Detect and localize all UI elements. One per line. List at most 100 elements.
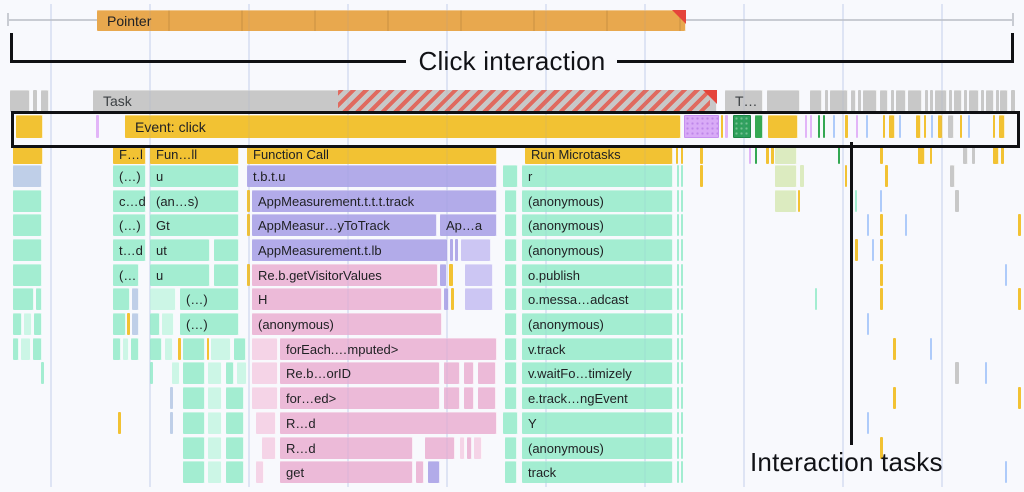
flame-fragment[interactable]	[416, 461, 424, 483]
flame-fragment[interactable]	[183, 387, 205, 409]
flame-fragment[interactable]	[681, 362, 683, 384]
flame-fragment[interactable]	[880, 264, 883, 286]
flame-fragment[interactable]	[252, 387, 278, 409]
task-fragment[interactable]	[41, 90, 49, 112]
flame-fragment[interactable]	[855, 239, 858, 261]
flame-fragment[interactable]	[262, 437, 276, 459]
flame-block[interactable]: Y	[522, 412, 673, 434]
flame-fragment[interactable]	[505, 437, 517, 459]
flame-fragment[interactable]	[880, 288, 883, 310]
column-header-run-microtasks[interactable]: Run Microtasks	[525, 145, 673, 164]
flame-block[interactable]: c…d	[113, 190, 146, 212]
header-fragment[interactable]	[700, 145, 703, 164]
flame-fragment[interactable]	[930, 338, 932, 360]
flame-fragment[interactable]	[677, 362, 679, 384]
flame-fragment[interactable]	[13, 338, 19, 360]
flame-block[interactable]: (anonymous)	[522, 214, 673, 236]
flame-fragment[interactable]	[24, 313, 32, 335]
flame-fragment[interactable]	[214, 264, 239, 286]
flame-fragment[interactable]	[13, 264, 42, 286]
task-fragment[interactable]	[767, 90, 800, 112]
flame-fragment[interactable]	[170, 387, 173, 409]
flame-fragment[interactable]	[677, 338, 679, 360]
event-fragment[interactable]	[823, 115, 825, 138]
header-fragment[interactable]	[930, 145, 932, 164]
flame-fragment[interactable]	[237, 362, 247, 384]
flame-fragment[interactable]	[1018, 214, 1021, 236]
flame-block[interactable]: u	[150, 264, 210, 286]
flame-fragment[interactable]	[478, 387, 496, 409]
header-fragment[interactable]	[993, 145, 999, 164]
flame-fragment[interactable]	[677, 264, 679, 286]
task-fragment[interactable]	[810, 90, 822, 112]
header-fragment[interactable]	[771, 145, 774, 164]
task-fragment[interactable]	[10, 90, 30, 112]
flame-block[interactable]: (anonymous)	[522, 239, 673, 261]
flame-fragment[interactable]	[503, 412, 518, 434]
flame-fragment[interactable]	[880, 190, 882, 212]
flame-fragment[interactable]	[444, 362, 460, 384]
flame-fragment[interactable]	[681, 313, 683, 335]
flame-fragment[interactable]	[183, 338, 205, 360]
flame-fragment[interactable]	[132, 313, 139, 335]
flame-fragment[interactable]	[505, 338, 517, 360]
flame-fragment[interactable]	[208, 387, 222, 409]
event-fragment[interactable]	[968, 115, 970, 138]
flame-block[interactable]: track	[522, 461, 673, 483]
header-fragment[interactable]	[766, 145, 769, 164]
flame-fragment[interactable]	[677, 437, 679, 459]
header-fragment[interactable]	[1001, 145, 1004, 164]
event-fragment[interactable]	[866, 115, 868, 138]
flame-block[interactable]: o.publish	[522, 264, 673, 286]
flame-fragment[interactable]	[505, 214, 517, 236]
flame-fragment[interactable]	[677, 412, 679, 434]
flame-fragment[interactable]	[13, 165, 42, 187]
flame-fragment[interactable]	[226, 461, 244, 483]
flame-fragment[interactable]	[449, 264, 453, 286]
flame-block[interactable]: (…)	[113, 165, 146, 187]
flame-fragment[interactable]	[252, 338, 278, 360]
flame-fragment[interactable]	[775, 165, 797, 187]
event-fragment[interactable]	[721, 115, 723, 138]
flame-fragment[interactable]	[464, 387, 474, 409]
task-fragment[interactable]	[981, 90, 984, 112]
flame-fragment[interactable]	[211, 338, 231, 360]
flame-block[interactable]: AppMeasurement.t.t.t.track	[252, 190, 497, 212]
flame-fragment[interactable]	[440, 264, 447, 286]
task-fragment[interactable]	[925, 90, 928, 112]
task-fragment[interactable]	[930, 90, 933, 112]
flame-fragment[interactable]	[505, 461, 517, 483]
task-fragment[interactable]	[969, 90, 979, 112]
flame-fragment[interactable]	[872, 239, 874, 261]
task-fragment[interactable]	[880, 90, 888, 112]
flame-fragment[interactable]	[775, 190, 797, 212]
flame-fragment[interactable]	[36, 288, 42, 310]
event-fragment[interactable]	[931, 115, 933, 138]
flame-block[interactable]: (anonymous)	[252, 313, 442, 335]
event-click-bar[interactable]: Event: click	[125, 115, 681, 138]
flame-fragment[interactable]	[226, 362, 234, 384]
task-fragment[interactable]	[33, 90, 37, 112]
task-fragment[interactable]	[338, 90, 710, 112]
flame-block[interactable]: (…)	[180, 288, 239, 310]
event-fragment[interactable]	[883, 115, 885, 138]
flame-fragment[interactable]	[681, 190, 683, 212]
flame-fragment[interactable]	[845, 165, 847, 187]
header-fragment[interactable]	[918, 145, 925, 164]
flame-fragment[interactable]	[681, 239, 683, 261]
flame-fragment[interactable]	[208, 362, 222, 384]
flame-block[interactable]: AppMeasurement.t.lb	[252, 239, 448, 261]
flame-fragment[interactable]	[478, 362, 496, 384]
flame-fragment[interactable]	[127, 313, 130, 335]
task-bar-truncated[interactable]: T…	[725, 90, 763, 112]
flame-block[interactable]: AppMeasur…yToTrack	[252, 214, 437, 236]
flame-fragment[interactable]	[505, 264, 517, 286]
flame-fragment[interactable]	[113, 288, 130, 310]
flame-fragment[interactable]	[867, 214, 869, 236]
flame-fragment[interactable]	[464, 362, 474, 384]
task-fragment[interactable]	[908, 90, 922, 112]
flame-fragment[interactable]	[503, 165, 518, 187]
flame-fragment[interactable]	[467, 437, 472, 459]
flame-block[interactable]: get	[280, 461, 413, 483]
task-fragment[interactable]	[830, 90, 848, 112]
